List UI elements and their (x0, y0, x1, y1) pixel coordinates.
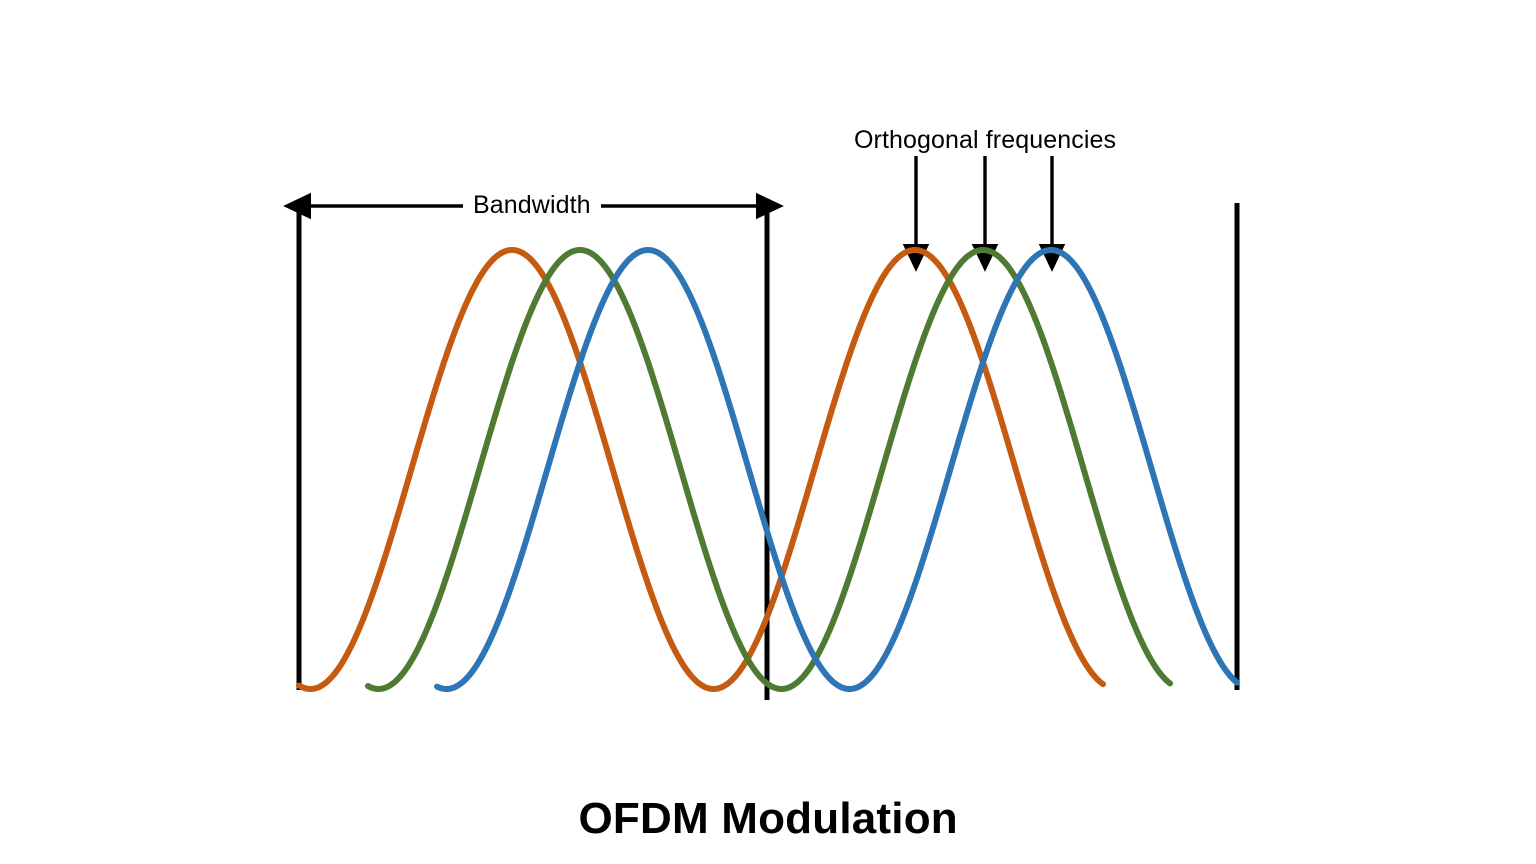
bandwidth-label: Bandwidth (473, 191, 591, 219)
subcarrier-curve-2 (365, 247, 1173, 692)
orthogonal-frequency-arrows (902, 156, 1066, 272)
subcarrier-curve-1 (296, 247, 1106, 692)
boundary-lines (296, 203, 1240, 700)
subcarrier-curves (296, 247, 1240, 692)
subcarrier-curve-3 (434, 247, 1240, 692)
diagram-title: OFDM Modulation (578, 794, 958, 843)
orthogonal-frequencies-label: Orthogonal frequencies (854, 126, 1117, 154)
